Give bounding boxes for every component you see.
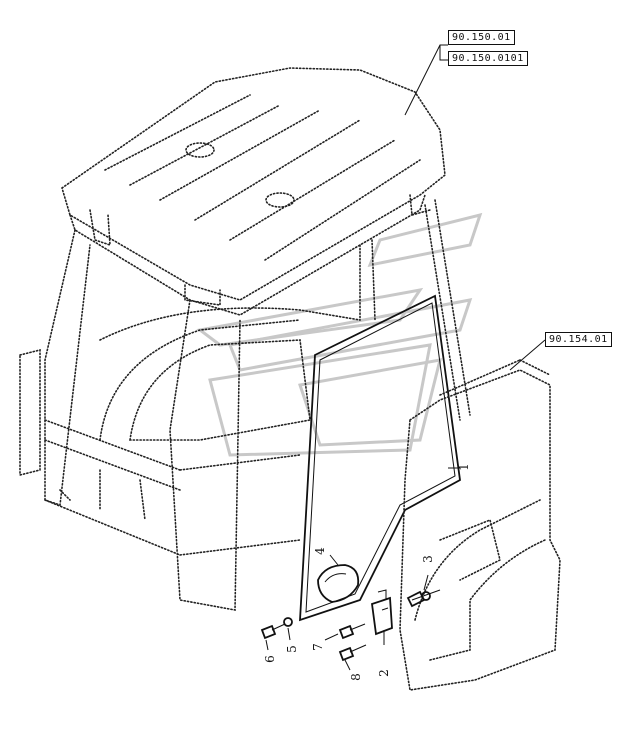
reference-90-150-01[interactable]: 90.150.01 — [448, 30, 515, 45]
callout-5: 5 — [284, 645, 299, 653]
cab-roof — [61, 67, 446, 316]
callout-7: 7 — [310, 643, 325, 651]
screw-7 — [338, 623, 366, 640]
cab-frame — [19, 199, 471, 611]
bolt-3 — [406, 589, 441, 608]
washer-5 — [283, 617, 293, 627]
watermark-logo — [196, 212, 483, 457]
callout-2: 2 — [376, 669, 391, 677]
reference-90-154-01[interactable]: 90.154.01 — [545, 332, 612, 347]
callout-8: 8 — [348, 673, 363, 681]
hinge-bracket — [371, 589, 393, 636]
reference-90-150-0101[interactable]: 90.150.0101 — [448, 51, 528, 66]
screw-6 — [260, 623, 286, 640]
callout-6: 6 — [262, 655, 277, 663]
door-glass — [299, 294, 461, 622]
door-panel — [399, 359, 561, 691]
callout-4: 4 — [312, 547, 327, 555]
callout-1: 1 — [456, 463, 471, 471]
door-handle — [317, 564, 360, 603]
leader-lines — [265, 44, 546, 671]
screw-8 — [338, 644, 367, 662]
callout-3: 3 — [420, 555, 435, 563]
